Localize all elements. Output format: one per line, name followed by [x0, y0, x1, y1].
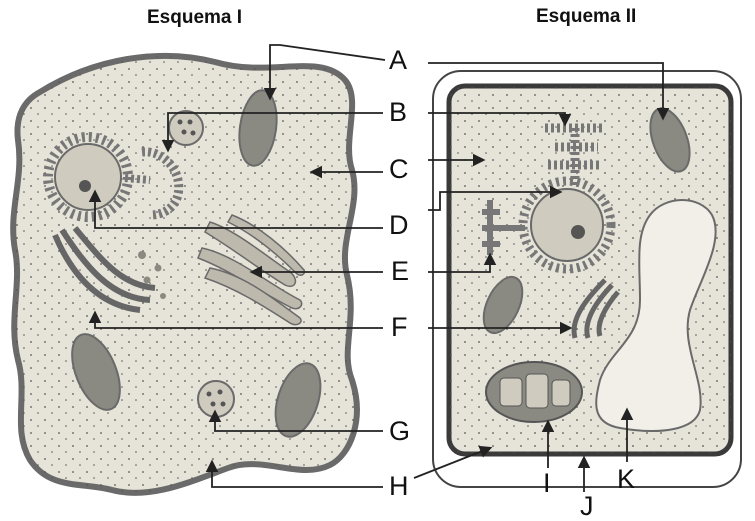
label-g: G	[389, 418, 410, 445]
label-b: B	[389, 99, 407, 126]
animal-vesicle-top	[169, 111, 203, 145]
label-i: I	[543, 470, 551, 497]
label-h: H	[389, 473, 409, 500]
animal-vesicle-g	[198, 381, 234, 417]
label-k: K	[617, 466, 635, 493]
label-a: A	[389, 47, 407, 74]
label-f: F	[391, 314, 408, 341]
animal-cell	[13, 56, 357, 493]
label-j: J	[580, 493, 594, 520]
label-d: D	[389, 212, 409, 239]
plant-cell	[433, 71, 741, 487]
plant-chloroplast	[486, 362, 582, 422]
label-c: C	[389, 156, 409, 183]
label-e: E	[391, 258, 409, 285]
